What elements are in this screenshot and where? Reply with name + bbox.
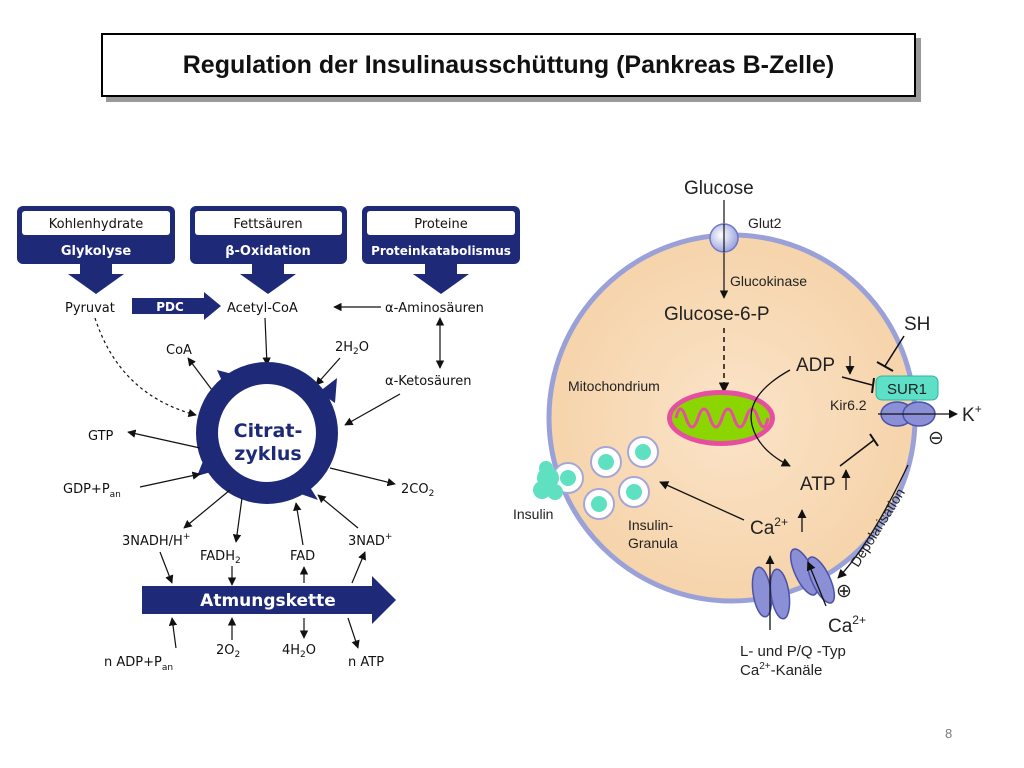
source-box-kohlenhydrate: Kohlenhydrate Glykolyse (17, 206, 175, 294)
source-top-kohlenhydrate: Kohlenhydrate (49, 217, 144, 232)
source-box-fettsaeuren: Fettsäuren β-Oxidation (190, 206, 347, 294)
slide-title: Regulation der Insulinausschüttung (Pank… (101, 33, 916, 97)
label-fadh2: FADH2 (200, 549, 241, 566)
label-n-adp-p: n ADP+Pan (104, 655, 173, 673)
slide-title-text: Regulation der Insulinausschüttung (Pank… (182, 50, 835, 79)
label-4h2o: 4H2O (282, 643, 316, 660)
label-fad: FAD (290, 549, 315, 564)
label-gdp-p: GDP+Pan (63, 482, 121, 500)
label-ca-outside: Ca2+ (828, 613, 866, 637)
source-bottom-glykolyse: Glykolyse (61, 244, 131, 259)
label-2co2: 2CO2 (401, 482, 434, 499)
source-top-proteine: Proteine (414, 217, 468, 232)
label-gtp: GTP (88, 429, 114, 444)
label-alpha-ketosaeuren: α-Ketosäuren (385, 374, 471, 389)
label-n-atp: n ATP (348, 655, 384, 670)
released-insulin (533, 461, 563, 500)
source-box-proteine: Proteine Proteinkatabolismus (362, 206, 520, 294)
label-pyruvat: Pyruvat (65, 301, 115, 316)
source-bottom-proteinkatabolismus: Proteinkatabolismus (371, 244, 511, 258)
label-3nadh: 3NADH/H+ (122, 532, 190, 549)
minus-sign-icon: ⊖ (928, 428, 944, 449)
source-bottom-beta-oxidation: β-Oxidation (225, 244, 311, 259)
pdc-arrow: PDC (132, 292, 221, 320)
right-beta-cell-diagram: Glucose Glut2 Glucokinase Glucose-6-P SH… (513, 178, 982, 679)
sur1-receptor (875, 375, 939, 401)
left-metabolism-diagram: Kohlenhydrate Glykolyse Fettsäuren β-Oxi… (17, 206, 520, 673)
label-kir62: Kir6.2 (830, 397, 867, 413)
label-coa: CoA (166, 343, 192, 358)
label-2o2: 2O2 (216, 643, 240, 660)
calcium-channel-1 (751, 566, 791, 620)
label-glucose-6-p: Glucose-6-P (664, 304, 770, 325)
label-ca-inside: Ca2+ (750, 515, 788, 539)
label-atmungskette: Atmungskette (200, 591, 336, 611)
label-mitochondrium: Mitochondrium (568, 378, 660, 394)
insulin-granules (552, 436, 659, 520)
label-citrat: Citrat- (234, 420, 303, 442)
mitochondrium-organelle (667, 390, 775, 446)
label-atp: ATP (800, 474, 836, 495)
label-adp: ADP (796, 355, 835, 376)
plus-sign-icon: ⊕ (836, 581, 852, 602)
atmungskette-arrow: Atmungskette (142, 576, 396, 624)
label-glucokinase: Glucokinase (730, 273, 807, 289)
label-sur1: SUR1 (887, 381, 927, 398)
source-top-fettsaeuren: Fettsäuren (233, 217, 302, 232)
label-3nad: 3NAD+ (348, 532, 392, 549)
label-glut2: Glut2 (748, 215, 782, 231)
label-insulin-granula-2: Granula (628, 535, 678, 551)
label-k-plus: K+ (962, 402, 982, 426)
label-acetyl-coa: Acetyl-CoA (227, 301, 298, 316)
label-2h2o: 2H2O (335, 340, 369, 357)
label-sh: SH (904, 314, 930, 335)
label-pdc: PDC (156, 300, 184, 314)
label-insulin-granula-1: Insulin- (628, 517, 673, 533)
label-alpha-aminosaeuren: α-Aminosäuren (385, 301, 484, 316)
label-channels-line1: L- und P/Q -Typ (740, 643, 846, 660)
label-glucose: Glucose (684, 178, 754, 199)
label-channels-line2: Ca2+-Kanäle (740, 661, 822, 679)
page-number: 8 (945, 726, 953, 741)
label-insulin: Insulin (513, 506, 553, 522)
label-zyklus: zyklus (234, 443, 301, 465)
citrate-cycle-ring (196, 362, 338, 504)
